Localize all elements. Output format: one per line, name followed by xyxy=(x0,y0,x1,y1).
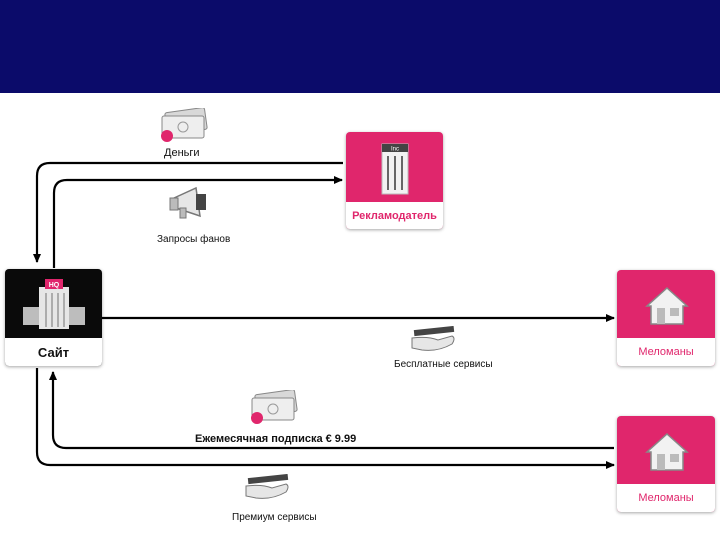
fans-premium-node: Меломаны xyxy=(617,416,715,512)
premium-services-label: Премиум сервисы xyxy=(232,512,317,523)
serving-hand-icon xyxy=(245,474,289,499)
subscription-label: Ежемесячная подписка € 9.99 xyxy=(195,433,357,445)
fan-requests-label: Запросы фанов xyxy=(157,234,231,245)
site-label: Сайт xyxy=(5,338,102,366)
megaphone-icon xyxy=(169,186,206,219)
premium-services-arrow xyxy=(35,368,615,469)
site-node: HQ Сайт xyxy=(5,269,102,366)
hq-badge: HQ xyxy=(49,282,60,289)
fans-premium-label: Меломаны xyxy=(617,484,715,512)
advertiser-node: Inc Рекламодатель xyxy=(346,132,443,229)
subscription-arrow xyxy=(49,371,614,450)
house-icon xyxy=(645,432,689,471)
inc-badge: Inc xyxy=(391,147,399,153)
free-services-label: Бесплатные сервисы xyxy=(394,359,493,370)
house-icon xyxy=(645,286,689,325)
inc-building-icon: Inc xyxy=(381,143,409,195)
fans-free-node: Меломаны xyxy=(617,270,715,366)
header-divider xyxy=(68,60,70,93)
serving-hand-icon xyxy=(411,326,455,351)
money-label: Деньги xyxy=(164,147,200,159)
money-arrow xyxy=(33,161,343,263)
hq-building-icon: HQ xyxy=(23,279,85,329)
advertiser-label: Рекламодатель xyxy=(346,202,443,229)
fan-requests-arrow xyxy=(52,176,343,268)
money-icon xyxy=(161,108,208,142)
money-icon xyxy=(251,390,298,424)
header-bar xyxy=(0,0,720,93)
fans-free-label: Меломаны xyxy=(617,338,715,366)
